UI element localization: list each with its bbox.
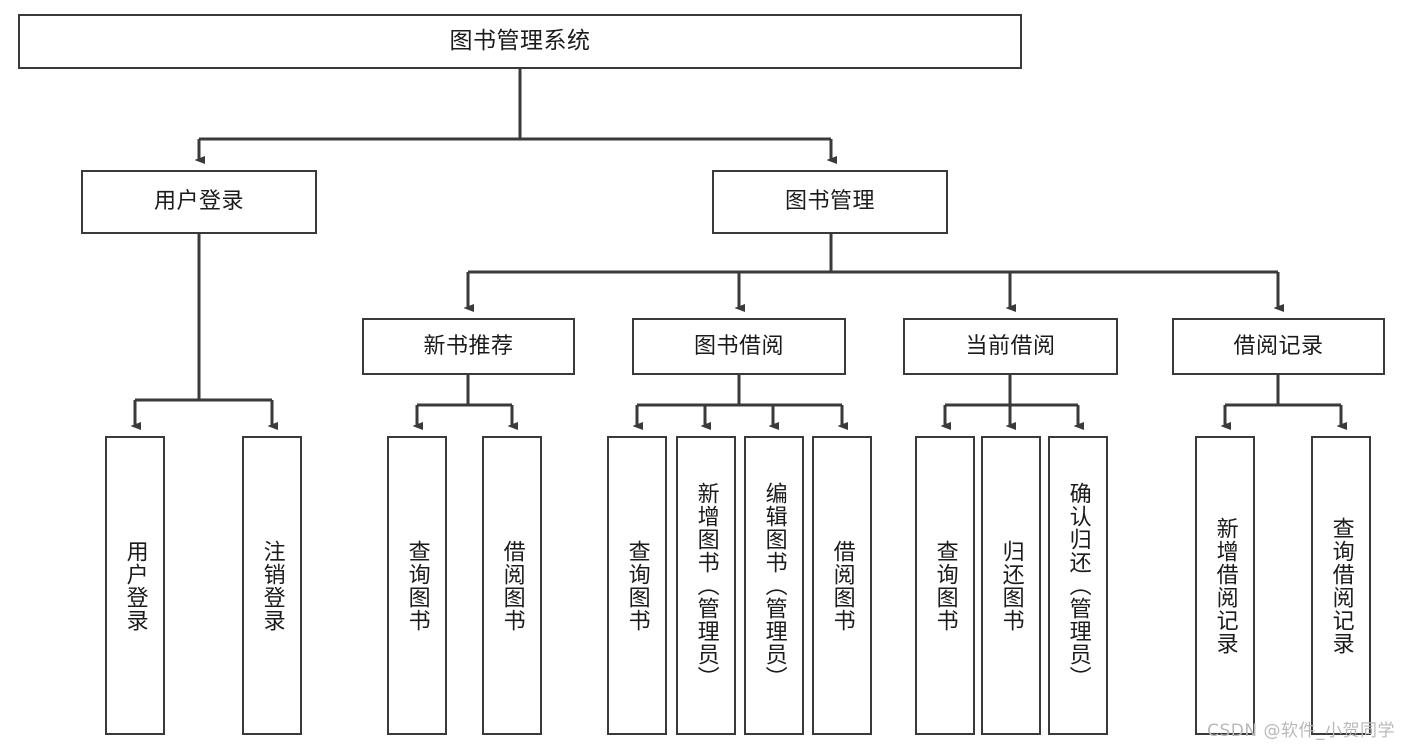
node-label: 新增图书（管理员）	[693, 482, 719, 689]
node-label: 查询图书	[404, 539, 430, 632]
watermark-text: CSDN @软件_小贺同学	[1207, 721, 1395, 741]
node-new-book-recommendation[interactable]: 新书推荐	[362, 318, 575, 375]
node-leaf-query-book-1[interactable]: 查询图书	[387, 436, 447, 735]
node-label: 借阅记录	[1233, 333, 1324, 359]
node-label: 确认归还（管理员）	[1065, 482, 1091, 689]
node-leaf-return-book[interactable]: 归还图书	[981, 436, 1041, 735]
node-leaf-edit-book[interactable]: 编辑图书（管理员）	[744, 436, 804, 735]
node-leaf-add-book[interactable]: 新增图书（管理员）	[676, 436, 736, 735]
node-label: 编辑图书（管理员）	[761, 482, 787, 689]
node-label: 新书推荐	[423, 333, 514, 359]
node-label: 查询图书	[932, 539, 958, 632]
node-leaf-confirm-return[interactable]: 确认归还（管理员）	[1048, 436, 1108, 735]
node-leaf-borrow-book-1[interactable]: 借阅图书	[482, 436, 542, 735]
node-book-management[interactable]: 图书管理	[712, 170, 948, 234]
node-label: 图书管理	[784, 189, 875, 215]
node-label: 当前借阅	[965, 333, 1056, 359]
node-book-borrowing[interactable]: 图书借阅	[632, 318, 846, 375]
node-label: 借阅图书	[499, 539, 525, 632]
node-leaf-query-book-3[interactable]: 查询图书	[915, 436, 975, 735]
node-label: 借阅图书	[829, 539, 855, 632]
node-leaf-logout[interactable]: 注销登录	[242, 436, 302, 735]
node-label: 查询借阅记录	[1328, 516, 1354, 655]
node-label: 查询图书	[624, 539, 650, 632]
node-leaf-add-borrow-record[interactable]: 新增借阅记录	[1195, 436, 1255, 735]
node-leaf-query-book-2[interactable]: 查询图书	[607, 436, 667, 735]
node-label: 新增借阅记录	[1212, 516, 1238, 655]
node-borrow-records[interactable]: 借阅记录	[1172, 318, 1385, 375]
node-leaf-query-borrow-record[interactable]: 查询借阅记录	[1311, 436, 1371, 735]
node-label: 图书借阅	[693, 333, 784, 359]
node-user-login[interactable]: 用户登录	[81, 170, 317, 234]
node-label: 用户登录	[153, 189, 244, 215]
node-leaf-user-login[interactable]: 用户登录	[105, 436, 165, 735]
node-label: 图书管理系统	[449, 28, 591, 55]
node-leaf-borrow-book-2[interactable]: 借阅图书	[812, 436, 872, 735]
node-root-book-management-system[interactable]: 图书管理系统	[18, 14, 1022, 69]
node-label: 用户登录	[122, 539, 148, 632]
node-label: 归还图书	[998, 539, 1024, 632]
node-label: 注销登录	[259, 539, 285, 632]
node-current-borrowing[interactable]: 当前借阅	[903, 318, 1118, 375]
